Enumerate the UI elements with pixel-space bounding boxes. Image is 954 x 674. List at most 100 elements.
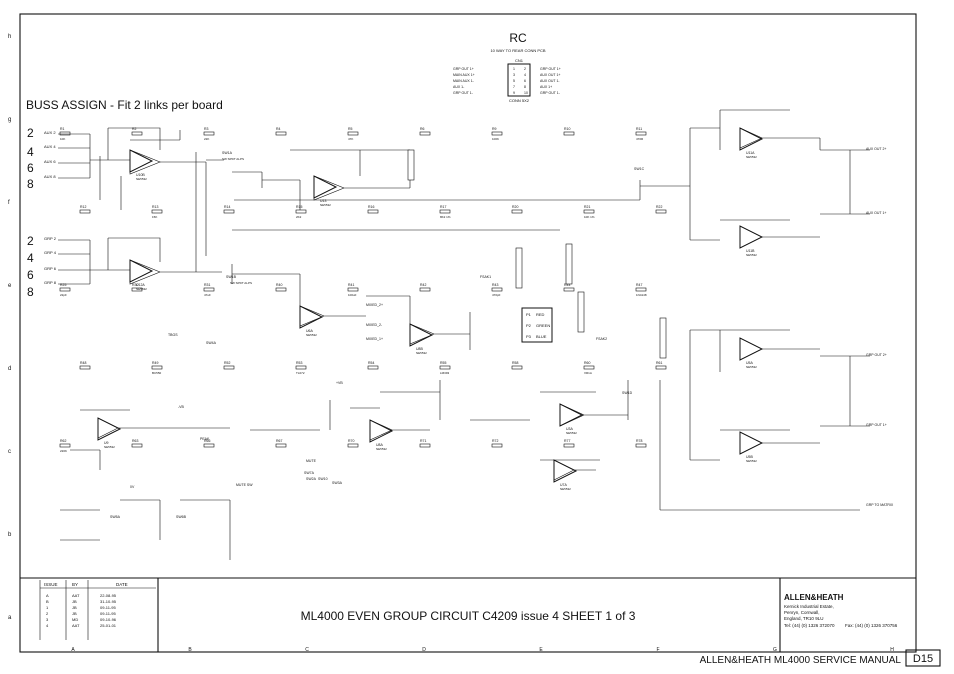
resistor-symbol xyxy=(295,209,307,214)
opamp-symbol xyxy=(559,403,584,427)
resistor-symbol xyxy=(347,443,359,448)
resistor-ref: R42 xyxy=(420,283,426,287)
led-color-label: BLUE xyxy=(536,334,547,339)
connector-right-label: AUX OUT 1- xyxy=(540,79,560,83)
switch-ref: SW1B xyxy=(226,275,237,279)
resistor-symbol xyxy=(491,287,503,292)
resistor-ref: R44 xyxy=(564,283,570,287)
connector-pin: 1 xyxy=(513,67,515,71)
resistor-symbol xyxy=(223,365,235,370)
opamp-ref: U13 xyxy=(320,199,326,203)
resistor-symbol xyxy=(295,365,307,370)
resistor-symbol xyxy=(223,209,235,214)
issue-cell: 09-10-96 xyxy=(100,617,117,622)
grid-column-label: D xyxy=(422,647,426,653)
resistor-symbol xyxy=(563,131,575,136)
resistor-symbol xyxy=(203,287,215,292)
switch-ref: SW2A xyxy=(306,477,317,481)
resistor-ref: R40 xyxy=(276,283,282,287)
issue-cell: 3 xyxy=(46,617,49,622)
component-value: 22pF xyxy=(60,293,67,297)
power-label: -VB xyxy=(178,405,185,409)
aux-input-label: AUX 2 xyxy=(44,130,56,135)
company-address-line: England, TR10 9LU xyxy=(784,616,823,621)
opamp-ref: U10B xyxy=(136,173,145,177)
sheet-heading: RC xyxy=(509,31,527,45)
resistor-symbol xyxy=(347,287,359,292)
resistor-symbol xyxy=(511,209,523,214)
led-color-label: RED xyxy=(536,312,545,317)
connector-right-label: AUX OUT 1+ xyxy=(540,73,560,77)
resistor-symbol xyxy=(439,365,451,370)
component-value: 47uF xyxy=(204,293,211,297)
issue-header: BY xyxy=(72,582,78,587)
bus-number: 8 xyxy=(27,177,34,191)
sheet-title: ML4000 EVEN GROUP CIRCUIT C4209 issue 4 … xyxy=(301,609,636,623)
connector-right-label: GRP OUT 1- xyxy=(540,91,561,95)
resistor-ref: R66 xyxy=(204,439,210,443)
resistor-ref: R11 xyxy=(636,127,642,131)
issue-cell: JB xyxy=(72,611,77,616)
resistor-ref: R14 xyxy=(224,205,230,209)
opamp-ref: U3A xyxy=(566,427,573,431)
led-ref: P3 xyxy=(526,334,532,339)
resistor-ref: R4 xyxy=(276,127,281,131)
resistor-ref: R55 xyxy=(440,361,446,365)
switch-type: SW SPDT ALPS xyxy=(222,157,244,161)
opamp-symbol xyxy=(313,175,338,199)
net-label: MIXED_1+ xyxy=(366,337,383,341)
resistor-ref: R2 xyxy=(132,127,137,131)
opamp-part: NE5532 xyxy=(306,333,317,337)
opamp-symbol xyxy=(739,225,764,249)
issue-cell: 09-11-95 xyxy=(100,605,116,610)
resistor-symbol xyxy=(583,365,595,370)
issue-cell: JB xyxy=(72,605,77,610)
resistor-ref: R20 xyxy=(512,205,518,209)
aux-input-label: AUX 4 xyxy=(44,144,56,149)
company-fax: Fax: (44) (0) 1326 370756 xyxy=(845,623,898,628)
resistor-ref: R41 xyxy=(348,283,354,287)
net-label: GRP OUT 2+ xyxy=(866,353,887,357)
grid-row-label: g xyxy=(8,117,11,123)
issue-header: DATE xyxy=(116,582,128,587)
resistor-symbol xyxy=(419,443,431,448)
connector-left-label: MAIN AUX 1- xyxy=(453,79,475,83)
resistor-symbol xyxy=(203,131,215,136)
issue-cell: A xyxy=(46,593,49,598)
net-label: TBGS xyxy=(168,333,178,337)
group-input-label: GRP 4 xyxy=(44,250,57,255)
connector-right-label: GRP OUT 1+ xyxy=(540,67,561,71)
company-block: ALLEN&HEATH Kernick Industrial Estate,Pe… xyxy=(784,593,898,628)
resistor-symbol xyxy=(491,443,503,448)
net-label: GRP TO MATRIX xyxy=(866,503,894,507)
component-value: TL072 xyxy=(296,371,305,375)
component-value: 8K2 1% xyxy=(440,215,451,219)
net-label: AUX OUT 2+ xyxy=(866,147,886,151)
resistor-symbol xyxy=(563,287,575,292)
net-label: MUTE xyxy=(306,459,317,463)
net-label: PEAK xyxy=(200,437,210,441)
opamp-symbol xyxy=(97,417,122,441)
connector-pin: 2 xyxy=(524,67,526,71)
resistor-ref: R13 xyxy=(152,205,158,209)
opamp-part: NE5532 xyxy=(104,445,115,449)
resistor-ref: R30 xyxy=(132,283,138,287)
opamp-ref: U5B xyxy=(746,455,753,459)
switch-ref: SW4A xyxy=(206,341,217,345)
opamp-symbol xyxy=(553,459,578,483)
component-value: 470R xyxy=(636,137,644,141)
resistor-symbol xyxy=(367,209,379,214)
resistor-ref: R1 xyxy=(60,127,65,131)
connector-ref-bottom: CONN 5X2 xyxy=(509,98,530,103)
resistor-ref: R31 xyxy=(204,283,210,287)
connector-left-label: GRP OUT 1- xyxy=(453,91,474,95)
wiring xyxy=(58,109,870,560)
resistor-symbol xyxy=(59,443,71,448)
opamp-part: NE5532 xyxy=(136,177,147,181)
resistor-ref: R21 xyxy=(584,205,590,209)
opamp-ref: U8B xyxy=(416,347,423,351)
